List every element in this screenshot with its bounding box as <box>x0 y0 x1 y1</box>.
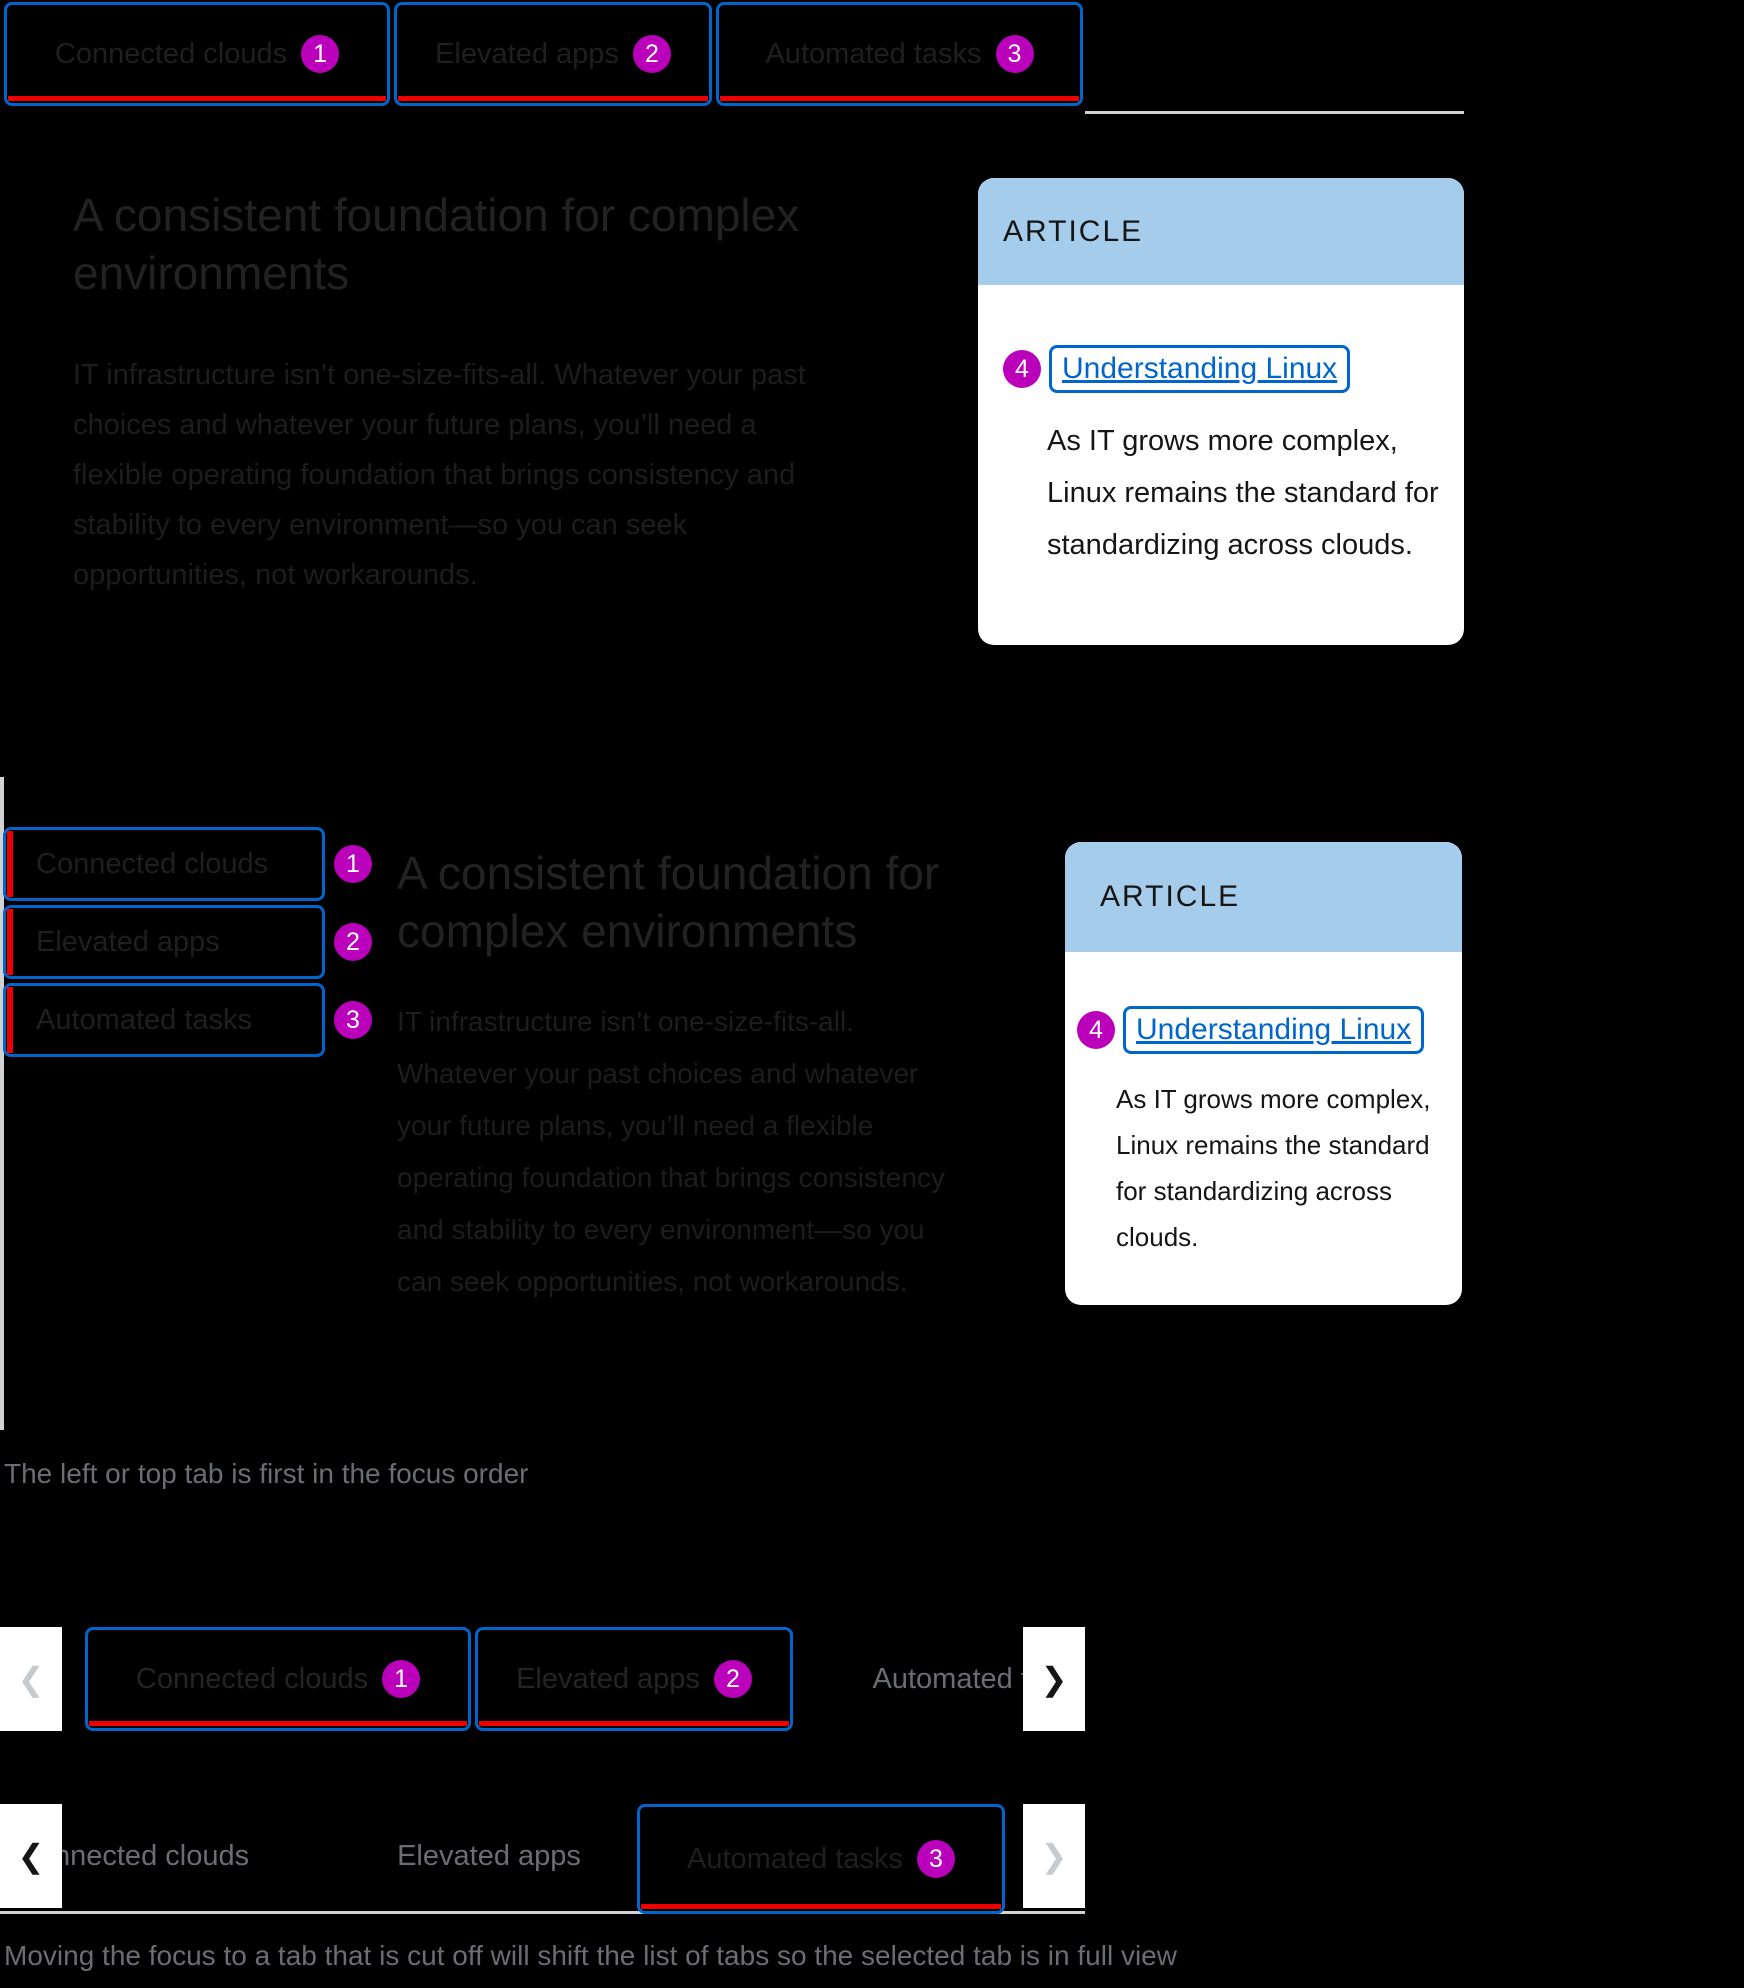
tab-label: Connected clouds <box>135 1662 369 1695</box>
focus-order-badge-3: 3 <box>995 35 1034 73</box>
article-eyebrow: ARTICLE <box>1003 214 1144 248</box>
focus-order-badge-3: 3 <box>334 1001 372 1039</box>
selected-tab-indicator <box>8 96 386 101</box>
tab-label: Connected clouds <box>54 37 288 70</box>
tab-connected-clouds[interactable]: Connected clouds 1 <box>4 2 390 106</box>
tab-label: Automated tasks <box>765 37 982 70</box>
vertical-tab-list-border <box>0 777 4 1430</box>
article-card: ARTICLE 4 Understanding Linux As IT grow… <box>978 178 1464 645</box>
focus-order-badge-2: 2 <box>334 923 372 961</box>
article-eyebrow: ARTICLE <box>1100 880 1241 913</box>
focus-order-badge-4: 4 <box>1077 1011 1115 1049</box>
tab-label: Automated tasks <box>687 1842 903 1875</box>
chevron-left-icon: ❮ <box>17 1661 45 1697</box>
chevron-right-icon: ❯ <box>1040 1838 1068 1874</box>
selected-tab-indicator <box>641 1904 1001 1909</box>
vertical-tab-automated-tasks[interactable]: Automated tasks <box>3 983 325 1057</box>
figure-caption: Moving the focus to a tab that is cut of… <box>4 1940 1177 1971</box>
page-title: A consistent foundation for complex envi… <box>397 847 940 957</box>
chevron-left-icon: ❮ <box>17 1838 45 1874</box>
article-card: ARTICLE 4 Understanding Linux As IT grow… <box>1065 842 1462 1305</box>
selected-tab-indicator <box>7 831 13 897</box>
focus-order-badge-2: 2 <box>632 35 671 73</box>
tab-elevated-apps[interactable]: Elevated apps <box>330 1804 648 1908</box>
focus-order-badge-2: 2 <box>713 1660 752 1698</box>
tab-label: Elevated apps <box>435 37 619 70</box>
focus-order-badge-1: 1 <box>382 1660 421 1698</box>
article-card-header: ARTICLE <box>1065 842 1462 952</box>
tab-label: Automated tasks <box>36 1003 252 1036</box>
tab-automated-tasks[interactable]: Automated tasks 3 <box>637 1804 1005 1914</box>
page-title: A consistent foundation for complex envi… <box>73 189 800 299</box>
tab-strip-baseline <box>0 1911 1085 1914</box>
article-description: As IT grows more complex, Linux remains … <box>1047 425 1439 561</box>
tab-elevated-apps[interactable]: Elevated apps 2 <box>475 1627 793 1731</box>
focus-order-badge-3: 3 <box>917 1840 955 1878</box>
scroll-left-button[interactable]: ❮ <box>0 1804 62 1908</box>
overflow-tab-row-start: Connected clouds 1 Elevated apps 2 Autom… <box>0 1624 1085 1736</box>
article-link[interactable]: Understanding Linux <box>1062 352 1338 385</box>
focus-order-badge-1: 1 <box>301 35 340 73</box>
selected-tab-indicator <box>7 987 13 1053</box>
article-link-focus-ring: Understanding Linux <box>1049 345 1351 393</box>
body-paragraph: IT infrastructure isn’t one-size-fits-al… <box>397 1006 945 1297</box>
selected-tab-indicator <box>720 96 1079 101</box>
tab-label: Elevated apps <box>516 1662 700 1695</box>
article-card-header: ARTICLE <box>978 178 1464 285</box>
body-paragraph: IT infrastructure isn’t one-size-fits-al… <box>73 359 806 591</box>
tab-label: Elevated apps <box>397 1839 581 1872</box>
tab-elevated-apps[interactable]: Elevated apps 2 <box>394 2 712 106</box>
vertical-tab-connected-clouds[interactable]: Connected clouds <box>3 827 325 901</box>
tab-connected-clouds[interactable]: Connected clouds 1 <box>85 1627 471 1731</box>
figure-caption: The left or top tab is first in the focu… <box>4 1458 529 1489</box>
scroll-right-button[interactable]: ❯ <box>1023 1804 1085 1908</box>
vertical-tab-elevated-apps[interactable]: Elevated apps <box>3 905 325 979</box>
selected-tab-indicator <box>398 96 708 101</box>
article-link-focus-ring: Understanding Linux <box>1123 1006 1425 1054</box>
selected-tab-indicator <box>7 909 13 975</box>
tab-label: Connected clouds <box>36 847 269 880</box>
scroll-left-button[interactable]: ❮ <box>0 1627 62 1731</box>
selected-tab-indicator <box>479 1721 789 1726</box>
focus-order-badge-4: 4 <box>1003 350 1041 388</box>
focus-order-badge-1: 1 <box>334 845 372 883</box>
tab-label: Elevated apps <box>36 925 220 958</box>
overflow-tab-row-end: Connected clouds Elevated apps Automated… <box>0 1801 1085 1917</box>
tab-strip-baseline <box>1085 111 1464 114</box>
article-description: As IT grows more complex, Linux remains … <box>1116 1084 1431 1252</box>
scroll-right-button[interactable]: ❯ <box>1023 1627 1085 1731</box>
article-link[interactable]: Understanding Linux <box>1136 1013 1412 1046</box>
selected-tab-indicator <box>89 1721 467 1726</box>
tab-automated-tasks[interactable]: Automated tasks 3 <box>716 2 1083 106</box>
chevron-right-icon: ❯ <box>1040 1661 1068 1697</box>
